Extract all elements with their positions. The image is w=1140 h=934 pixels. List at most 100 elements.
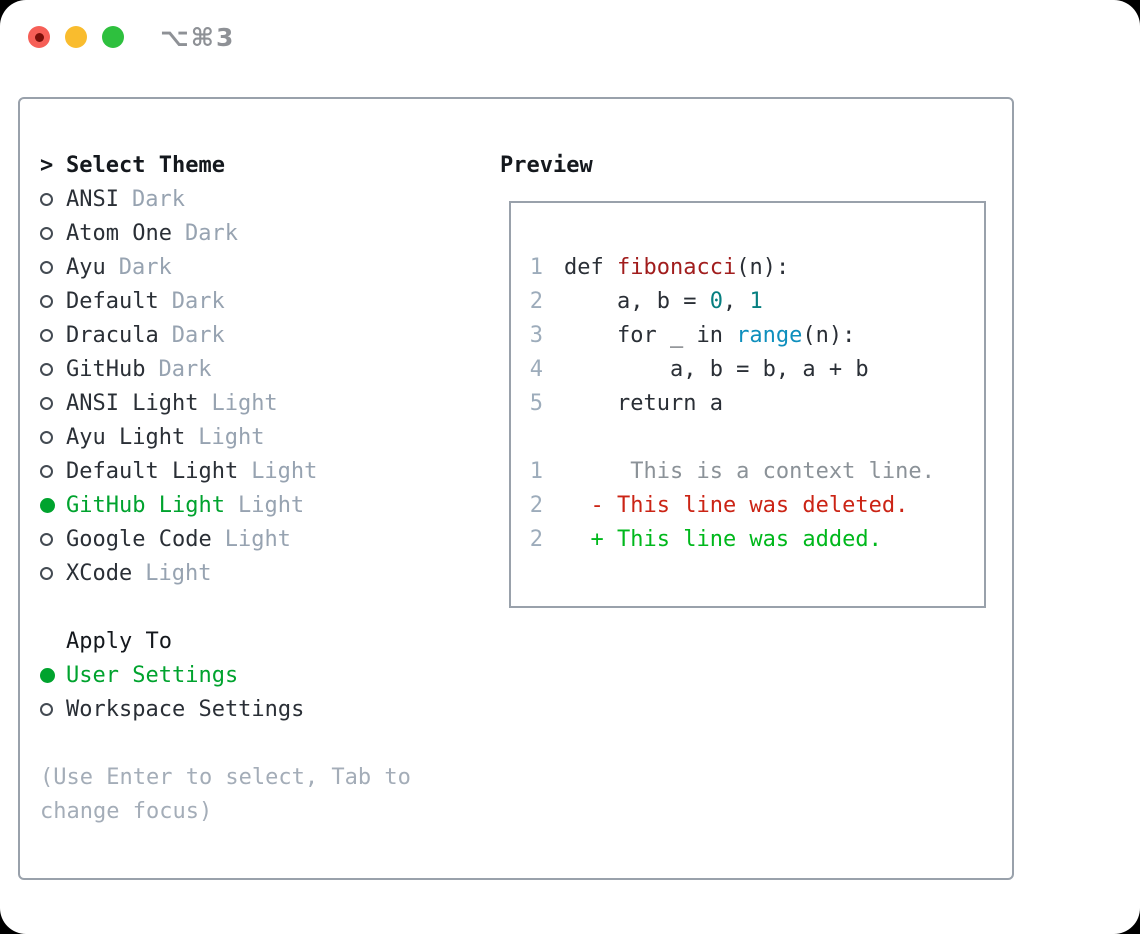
radio-icon — [40, 260, 53, 274]
radio-marker — [40, 362, 66, 376]
theme-option-row[interactable]: Default Light Light — [40, 454, 500, 488]
spacer — [40, 590, 500, 624]
code-segment: range — [736, 322, 803, 348]
close-button[interactable] — [28, 26, 50, 48]
theme-option-row[interactable]: Google Code Light — [40, 522, 500, 556]
theme-variant: Light — [237, 492, 305, 518]
theme-variant: Light — [211, 390, 278, 416]
code-segment: + This line was added. — [564, 526, 882, 552]
theme-option-row[interactable]: GitHub Dark — [40, 352, 500, 386]
radio-marker — [40, 430, 66, 444]
radio-marker — [40, 464, 66, 478]
radio-icon — [40, 702, 53, 716]
radio-selected-icon — [40, 667, 55, 683]
preview-header-row: Preview — [500, 148, 986, 182]
radio-marker — [40, 260, 66, 274]
code-segment: fibonacci — [616, 254, 737, 280]
code-segment: 0 — [709, 288, 723, 314]
theme-variant: Light — [198, 424, 265, 450]
apply-option-row[interactable]: Workspace Settings — [40, 692, 500, 726]
theme-option-row[interactable]: Atom One Dark — [40, 216, 500, 250]
radio-icon — [40, 328, 53, 342]
radio-marker — [40, 226, 66, 240]
radio-marker — [40, 192, 66, 206]
radio-marker — [40, 667, 66, 683]
theme-variant: Dark — [171, 322, 225, 348]
theme-variant: Light — [251, 458, 318, 484]
radio-marker — [40, 294, 66, 308]
theme-variant: Dark — [158, 356, 212, 382]
option-label: Default Light — [66, 458, 239, 484]
theme-variant: Dark — [184, 220, 238, 246]
code-line: 5 return a — [529, 386, 984, 420]
hint-label: (Use Enter to select, Tab to — [40, 764, 411, 790]
option-label: Dracula — [66, 322, 159, 348]
radio-marker — [40, 497, 66, 513]
line-number: 2 — [529, 526, 543, 552]
option-label: Workspace Settings — [66, 696, 305, 722]
line-number: 2 — [529, 492, 543, 518]
code-segment: a, b = b, a + b — [564, 356, 869, 382]
radio-marker — [40, 566, 66, 580]
theme-variant: Dark — [171, 288, 225, 314]
radio-icon — [40, 430, 53, 444]
code-segment: (n): — [802, 322, 856, 348]
radio-marker — [40, 702, 66, 716]
line-number: 1 — [529, 458, 543, 484]
code-segment: for _ in — [564, 322, 737, 348]
zoom-button[interactable] — [102, 26, 124, 48]
prompt-marker: > — [40, 152, 54, 178]
code-line: 2 + This line was added. — [529, 522, 984, 556]
theme-option-row[interactable]: Dracula Dark — [40, 318, 500, 352]
line-number: 3 — [529, 322, 543, 348]
minimize-button[interactable] — [65, 26, 87, 48]
apply-option-row[interactable]: User Settings — [40, 658, 500, 692]
option-label: XCode — [66, 560, 133, 586]
radio-icon — [40, 192, 53, 206]
theme-variant: Light — [145, 560, 212, 586]
theme-variant: Dark — [131, 186, 185, 212]
radio-marker — [40, 532, 66, 546]
code-segment: return a — [564, 390, 723, 416]
line-number: 4 — [529, 356, 543, 382]
option-label: User Settings — [66, 662, 239, 688]
radio-icon — [40, 532, 53, 546]
code-line: 3 for _ in range(n): — [529, 318, 984, 352]
code-segment: def — [564, 254, 617, 280]
code-line: 4 a, b = b, a + b — [529, 352, 984, 386]
theme-option-row[interactable]: XCode Light — [40, 556, 500, 590]
option-label: Atom One — [66, 220, 172, 246]
radio-icon — [40, 464, 53, 478]
option-label: GitHub — [66, 356, 146, 382]
code-line: 1 This is a context line. — [529, 454, 984, 488]
preview-title: Preview — [500, 152, 593, 178]
option-label: Google Code — [66, 526, 212, 552]
option-label: Default — [66, 288, 159, 314]
code-line: 2 a, b = 0, 1 — [529, 284, 984, 318]
radio-icon — [40, 362, 53, 376]
traffic-lights — [28, 26, 124, 48]
theme-variant: Light — [224, 526, 291, 552]
spacer — [40, 726, 500, 760]
radio-icon — [40, 566, 53, 580]
radio-icon — [40, 294, 53, 308]
radio-selected-icon — [40, 497, 55, 513]
code-segment: - This line was deleted. — [564, 492, 909, 518]
radio-icon — [40, 226, 53, 240]
radio-icon — [40, 396, 53, 410]
line-number: 2 — [529, 288, 543, 314]
code-segment: a, b = — [564, 288, 710, 314]
line-number: 5 — [529, 390, 543, 416]
theme-option-row[interactable]: Default Dark — [40, 284, 500, 318]
code-segment: (n): — [736, 254, 790, 280]
